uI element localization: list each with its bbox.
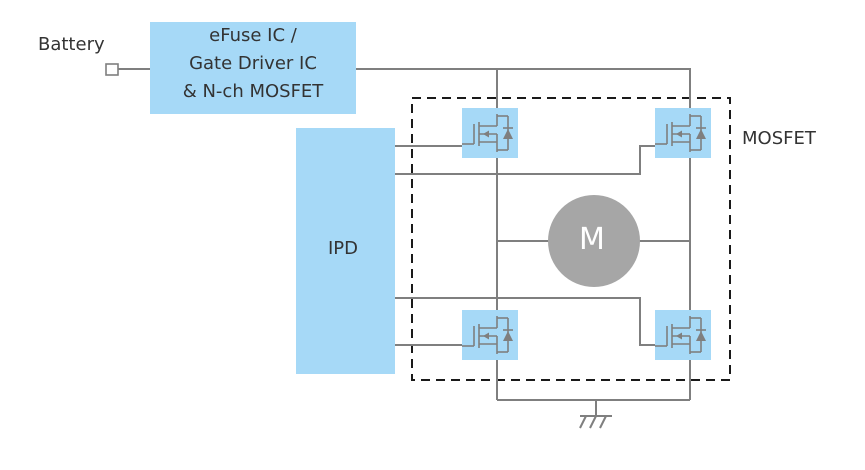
motor-label: M — [579, 222, 605, 257]
mosfet-region-border — [411, 97, 731, 381]
motor-icon — [548, 195, 640, 287]
mosfet-bottom-right — [654, 309, 712, 361]
efuse-label-line1: eFuse IC / — [209, 25, 297, 46]
ipd-block — [296, 128, 395, 374]
ground-icon — [579, 415, 612, 429]
efuse-block — [150, 22, 356, 114]
battery-label: Battery — [38, 34, 105, 55]
mosfet-bottom-left — [461, 309, 519, 361]
battery-terminal-icon — [105, 63, 119, 76]
ipd-label: IPD — [328, 238, 359, 259]
efuse-label-line2: Gate Driver IC — [189, 53, 317, 74]
efuse-label: eFuse IC / Gate Driver IC & N-ch MOSFET — [150, 22, 356, 106]
mosfet-top-left — [461, 107, 519, 159]
efuse-label-line3: & N-ch MOSFET — [182, 81, 324, 102]
mosfet-top-right — [654, 107, 712, 159]
mosfet-label: MOSFET — [742, 128, 816, 149]
